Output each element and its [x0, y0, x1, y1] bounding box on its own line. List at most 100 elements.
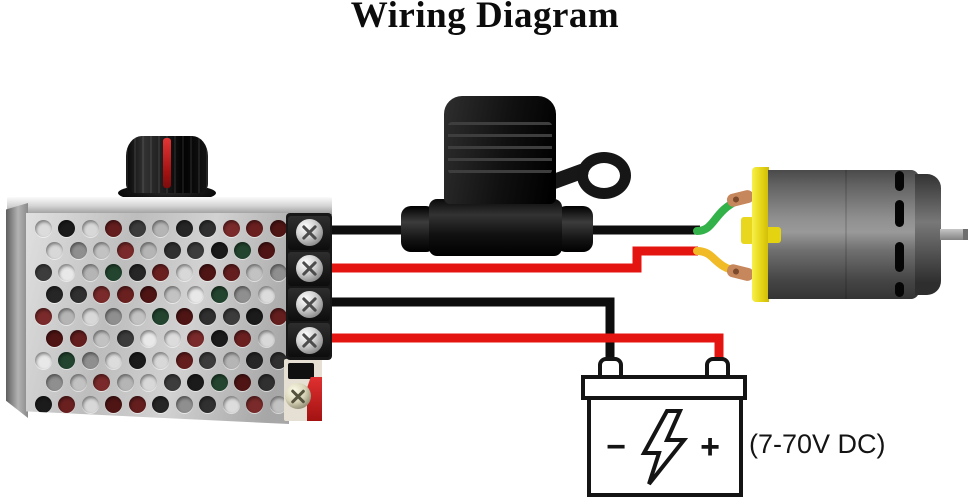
battery-icon: − + — [581, 357, 747, 497]
switch-slot — [288, 363, 314, 379]
vent-hole — [269, 219, 287, 237]
vent-hole — [199, 351, 216, 369]
vent-hole — [246, 263, 263, 281]
vent-hole — [69, 329, 87, 347]
vent-hole — [187, 373, 205, 391]
vent-hole — [81, 219, 99, 237]
screw-icon — [285, 383, 311, 409]
vent-hole — [128, 219, 146, 237]
vent-hole — [199, 263, 216, 281]
vent-hole — [34, 351, 52, 369]
lug-hole — [732, 196, 739, 203]
vent-hole — [69, 373, 87, 391]
vent-hole — [269, 351, 287, 369]
vent-hole — [199, 307, 216, 325]
vent-hole — [222, 263, 240, 281]
controller-lower-pcb — [284, 359, 322, 421]
motor-body — [768, 170, 919, 299]
wire-black-controller-to-battery — [330, 297, 615, 370]
vent-hole — [81, 263, 99, 281]
vent-hole — [81, 351, 99, 369]
vent-hole — [140, 285, 158, 303]
vent-hole — [93, 373, 111, 391]
vent-hole — [116, 329, 134, 347]
vent-hole — [116, 285, 134, 303]
vent-hole — [152, 307, 169, 325]
red-pcb-edge — [307, 377, 322, 421]
battery-voltage-label: (7-70V DC) — [749, 429, 886, 459]
vent-hole — [257, 329, 275, 347]
vent-hole — [234, 329, 252, 347]
vent-hole — [222, 219, 240, 237]
vent-hole — [105, 263, 122, 281]
vent-hole — [257, 373, 275, 391]
vent-hole — [257, 241, 275, 259]
vent-hole — [210, 329, 228, 347]
fuse-cover-cap — [444, 96, 556, 204]
fuse-tube-body — [429, 199, 562, 256]
vent-hole — [69, 241, 87, 259]
vent-hole — [222, 307, 240, 325]
lug-ring — [726, 264, 754, 281]
vent-hole — [58, 351, 75, 369]
diagram-title: Wiring Diagram — [350, 0, 620, 36]
screw-icon — [295, 255, 323, 283]
vent-hole — [140, 241, 158, 259]
battery-negative-sign: − — [606, 428, 626, 466]
fuse-tube-right-end — [556, 206, 593, 252]
vent-hole — [152, 263, 169, 281]
motor-cap-hub — [768, 227, 781, 243]
vent-hole — [81, 395, 99, 413]
vent-hole — [34, 263, 52, 281]
vent-hole — [152, 395, 169, 413]
control-knob — [126, 136, 208, 193]
fuse-cap-ribs — [448, 122, 552, 174]
battery-positive-sign: + — [700, 428, 720, 466]
vent-hole — [269, 395, 287, 413]
vent-hole — [187, 241, 205, 259]
vent-hole — [187, 329, 205, 347]
fuse-strap-loop — [577, 152, 631, 199]
vent-hole — [175, 307, 193, 325]
vent-hole — [269, 263, 287, 281]
vent-hole — [128, 395, 146, 413]
screw-icon — [295, 219, 323, 247]
vent-hole — [34, 395, 52, 413]
vent-hole — [234, 241, 252, 259]
vent-hole — [140, 329, 158, 347]
motor-terminal-lug-bottom — [726, 264, 754, 281]
vent-hole — [58, 263, 75, 281]
motor-rear-cap — [915, 174, 941, 295]
vent-hole — [105, 307, 122, 325]
terminal-1 — [288, 216, 330, 250]
vent-hole — [175, 219, 193, 237]
vent-hole — [105, 395, 122, 413]
vent-hole — [199, 395, 216, 413]
lightning-bolt-icon — [640, 409, 689, 486]
vent-hole — [152, 351, 169, 369]
vent-hole — [128, 263, 146, 281]
motor-vent-slot — [895, 171, 904, 191]
vent-hole — [69, 285, 87, 303]
vent-hole — [46, 285, 64, 303]
terminal-3 — [288, 287, 330, 322]
vent-hole — [116, 373, 134, 391]
motor-brush-tab — [741, 217, 754, 244]
vent-hole — [140, 373, 158, 391]
controller-perforated-face — [26, 213, 289, 424]
vent-hole — [128, 307, 146, 325]
screw-icon — [295, 326, 323, 354]
vent-hole — [222, 395, 240, 413]
vent-hole — [234, 285, 252, 303]
vent-hole — [105, 219, 122, 237]
vent-hole — [105, 351, 122, 369]
vent-hole — [234, 373, 252, 391]
screw-icon — [295, 290, 323, 318]
battery-lid — [581, 375, 747, 400]
vent-hole — [46, 329, 64, 347]
vent-hole — [163, 241, 181, 259]
lug-hole — [732, 268, 739, 275]
vent-hole — [210, 241, 228, 259]
